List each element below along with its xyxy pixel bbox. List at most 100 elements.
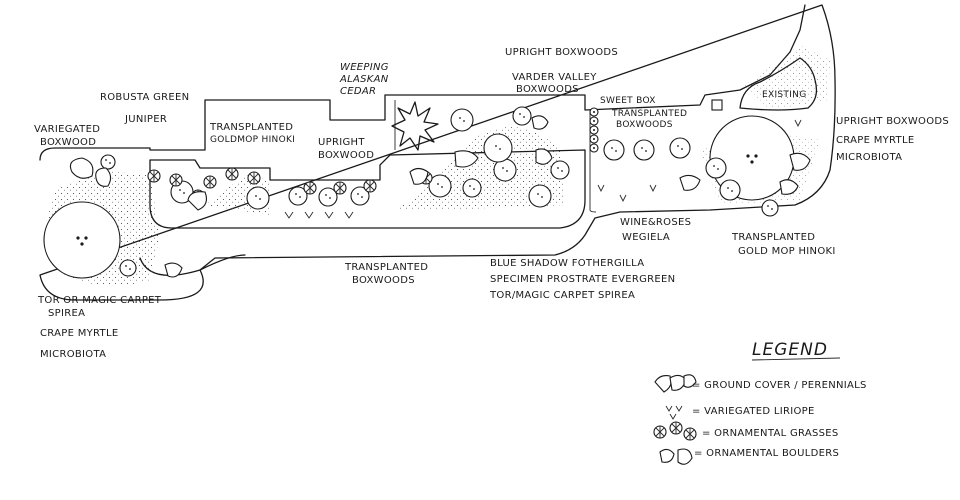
shrub (603, 139, 625, 161)
legend-item-grasses: = ORNAMENTAL GRASSES (702, 428, 839, 439)
label-right-list-2: CRAPE MYRTLE (836, 135, 914, 146)
shrub (528, 184, 552, 208)
shrub (318, 187, 338, 207)
label-transplanted-boxwoods-bottom: TRANSPLANTED (344, 262, 428, 273)
shrub (100, 154, 116, 170)
shrub (669, 137, 691, 159)
ornamental-grass (225, 167, 239, 181)
legend-title: LEGEND (752, 340, 828, 360)
specimen-trees (43, 101, 795, 279)
label-upright-top: UPRIGHT BOXWOODS (505, 47, 618, 58)
label-variegated-boxwood: VARIEGATED (34, 124, 100, 135)
sweet-box-shrub (589, 107, 599, 117)
boulder (69, 157, 94, 179)
tree-left (43, 201, 121, 279)
shrub (428, 174, 452, 198)
label-left-note-2: SPIREA (48, 308, 85, 319)
left-bed-curve (139, 254, 246, 276)
ornamental-grass (203, 175, 217, 189)
boulder (164, 262, 183, 278)
boulder (187, 191, 207, 211)
sweet-box-shrub (589, 134, 599, 144)
existing-planting-outline (739, 57, 818, 111)
sweet-box-shrub (589, 143, 599, 153)
boulder (454, 150, 479, 168)
label-juniper: JUNIPER (124, 114, 167, 125)
stipple-existing (745, 45, 830, 110)
shrub (119, 259, 137, 277)
shrub (512, 106, 532, 126)
boulders (69, 115, 811, 278)
label-goldmop-right: TRANSPLANTED (731, 232, 815, 243)
shrub (705, 157, 727, 179)
weeping-cedar-symbol (391, 101, 439, 151)
legend-item-liriope: = VARIEGATED LIRIOPE (692, 406, 815, 417)
label-right-list-1: UPRIGHT BOXWOODS (836, 116, 949, 127)
shrub (288, 186, 308, 206)
label-right-list-3: MICROBIOTA (836, 152, 902, 163)
shrub (350, 186, 370, 206)
boulders-icon (659, 448, 693, 465)
shrubs (100, 106, 779, 277)
label-left-note-4: MICROBIOTA (40, 349, 106, 360)
label-vardar: VARDER VALLEY (512, 72, 597, 83)
shrub (633, 139, 655, 161)
label-goldmop-right-2: GOLD MOP HINOKI (738, 246, 836, 257)
legend-item-ground-cover: = GROUND COVER / PERENNIALS (692, 380, 867, 391)
sweet-box-column (589, 107, 599, 153)
shrub (761, 199, 779, 217)
sweet-box-shrub (589, 125, 599, 135)
boulder (535, 148, 553, 165)
label-existing: EXISTING (762, 90, 806, 100)
plan-labels: VARIEGATED BOXWOOD ROBUSTA GREEN JUNIPER… (34, 47, 949, 360)
shrub (462, 178, 482, 198)
boulder (531, 115, 549, 130)
label-left-note-3: CRAPE MYRTLE (40, 328, 118, 339)
label-transplanted-boxwoods-right-2: BOXWOODS (616, 120, 673, 130)
label-goldmop-left: TRANSPLANTED (209, 122, 293, 133)
ornamental-grass (303, 181, 317, 195)
ornamental-grass (333, 181, 347, 195)
grasses-icon (653, 421, 697, 441)
label-upright-mid: UPRIGHT (318, 137, 365, 148)
ornamental-grass (363, 179, 377, 193)
label-goldmop-left-2: GOLDMOP HINOKI (210, 135, 295, 145)
label-center-note-1: BLUE SHADOW FOTHERGILLA (490, 258, 644, 269)
label-cedar: CEDAR (340, 86, 376, 97)
shrub (719, 179, 741, 201)
boulder (409, 167, 429, 185)
boulder (95, 167, 112, 187)
shrub (493, 158, 517, 182)
ornamental-grass (147, 169, 161, 183)
label-vardar-2: BOXWOODS (516, 84, 579, 95)
boulder (789, 152, 811, 171)
legend-item-boulders: = ORNAMENTAL BOULDERS (694, 448, 839, 459)
liriope-icon (665, 405, 683, 420)
shrub (450, 108, 474, 132)
shrub (246, 186, 270, 210)
label-transplanted-boxwoods-right: TRANSPLANTED (611, 109, 687, 119)
boulder (779, 179, 799, 195)
shrub (483, 133, 513, 163)
label-transplanted-boxwoods-bottom-2: BOXWOODS (352, 275, 415, 286)
label-center-note-2: SPECIMEN PROSTRATE EVERGREEN (490, 274, 675, 285)
label-wegiela: WEGIELA (622, 232, 670, 243)
legend: LEGEND = GROUND COVER / PERENNIALS = VAR… (653, 340, 867, 465)
label-wine-roses: WINE&ROSES (620, 217, 691, 228)
ornamental-grass (169, 173, 183, 187)
ornamental-grass (247, 171, 261, 185)
label-robusta-green: ROBUSTA GREEN (100, 92, 189, 103)
label-upright-mid-2: BOXWOOD (318, 150, 374, 161)
ground-cover-icon (654, 374, 697, 393)
shrub (550, 160, 570, 180)
label-weeping: WEEPING (340, 62, 389, 73)
sweet-box-shrub (589, 116, 599, 126)
boulder (679, 174, 701, 191)
outer-bed-outline (39, 4, 836, 301)
liriope (284, 119, 802, 219)
label-variegated-boxwood-2: BOXWOOD (40, 137, 96, 148)
small-square (711, 99, 723, 111)
label-left-note-1: TOR OR MAGIC CARPET (37, 295, 162, 306)
label-center-note-3: TOR/MAGIC CARPET SPIREA (489, 290, 635, 301)
